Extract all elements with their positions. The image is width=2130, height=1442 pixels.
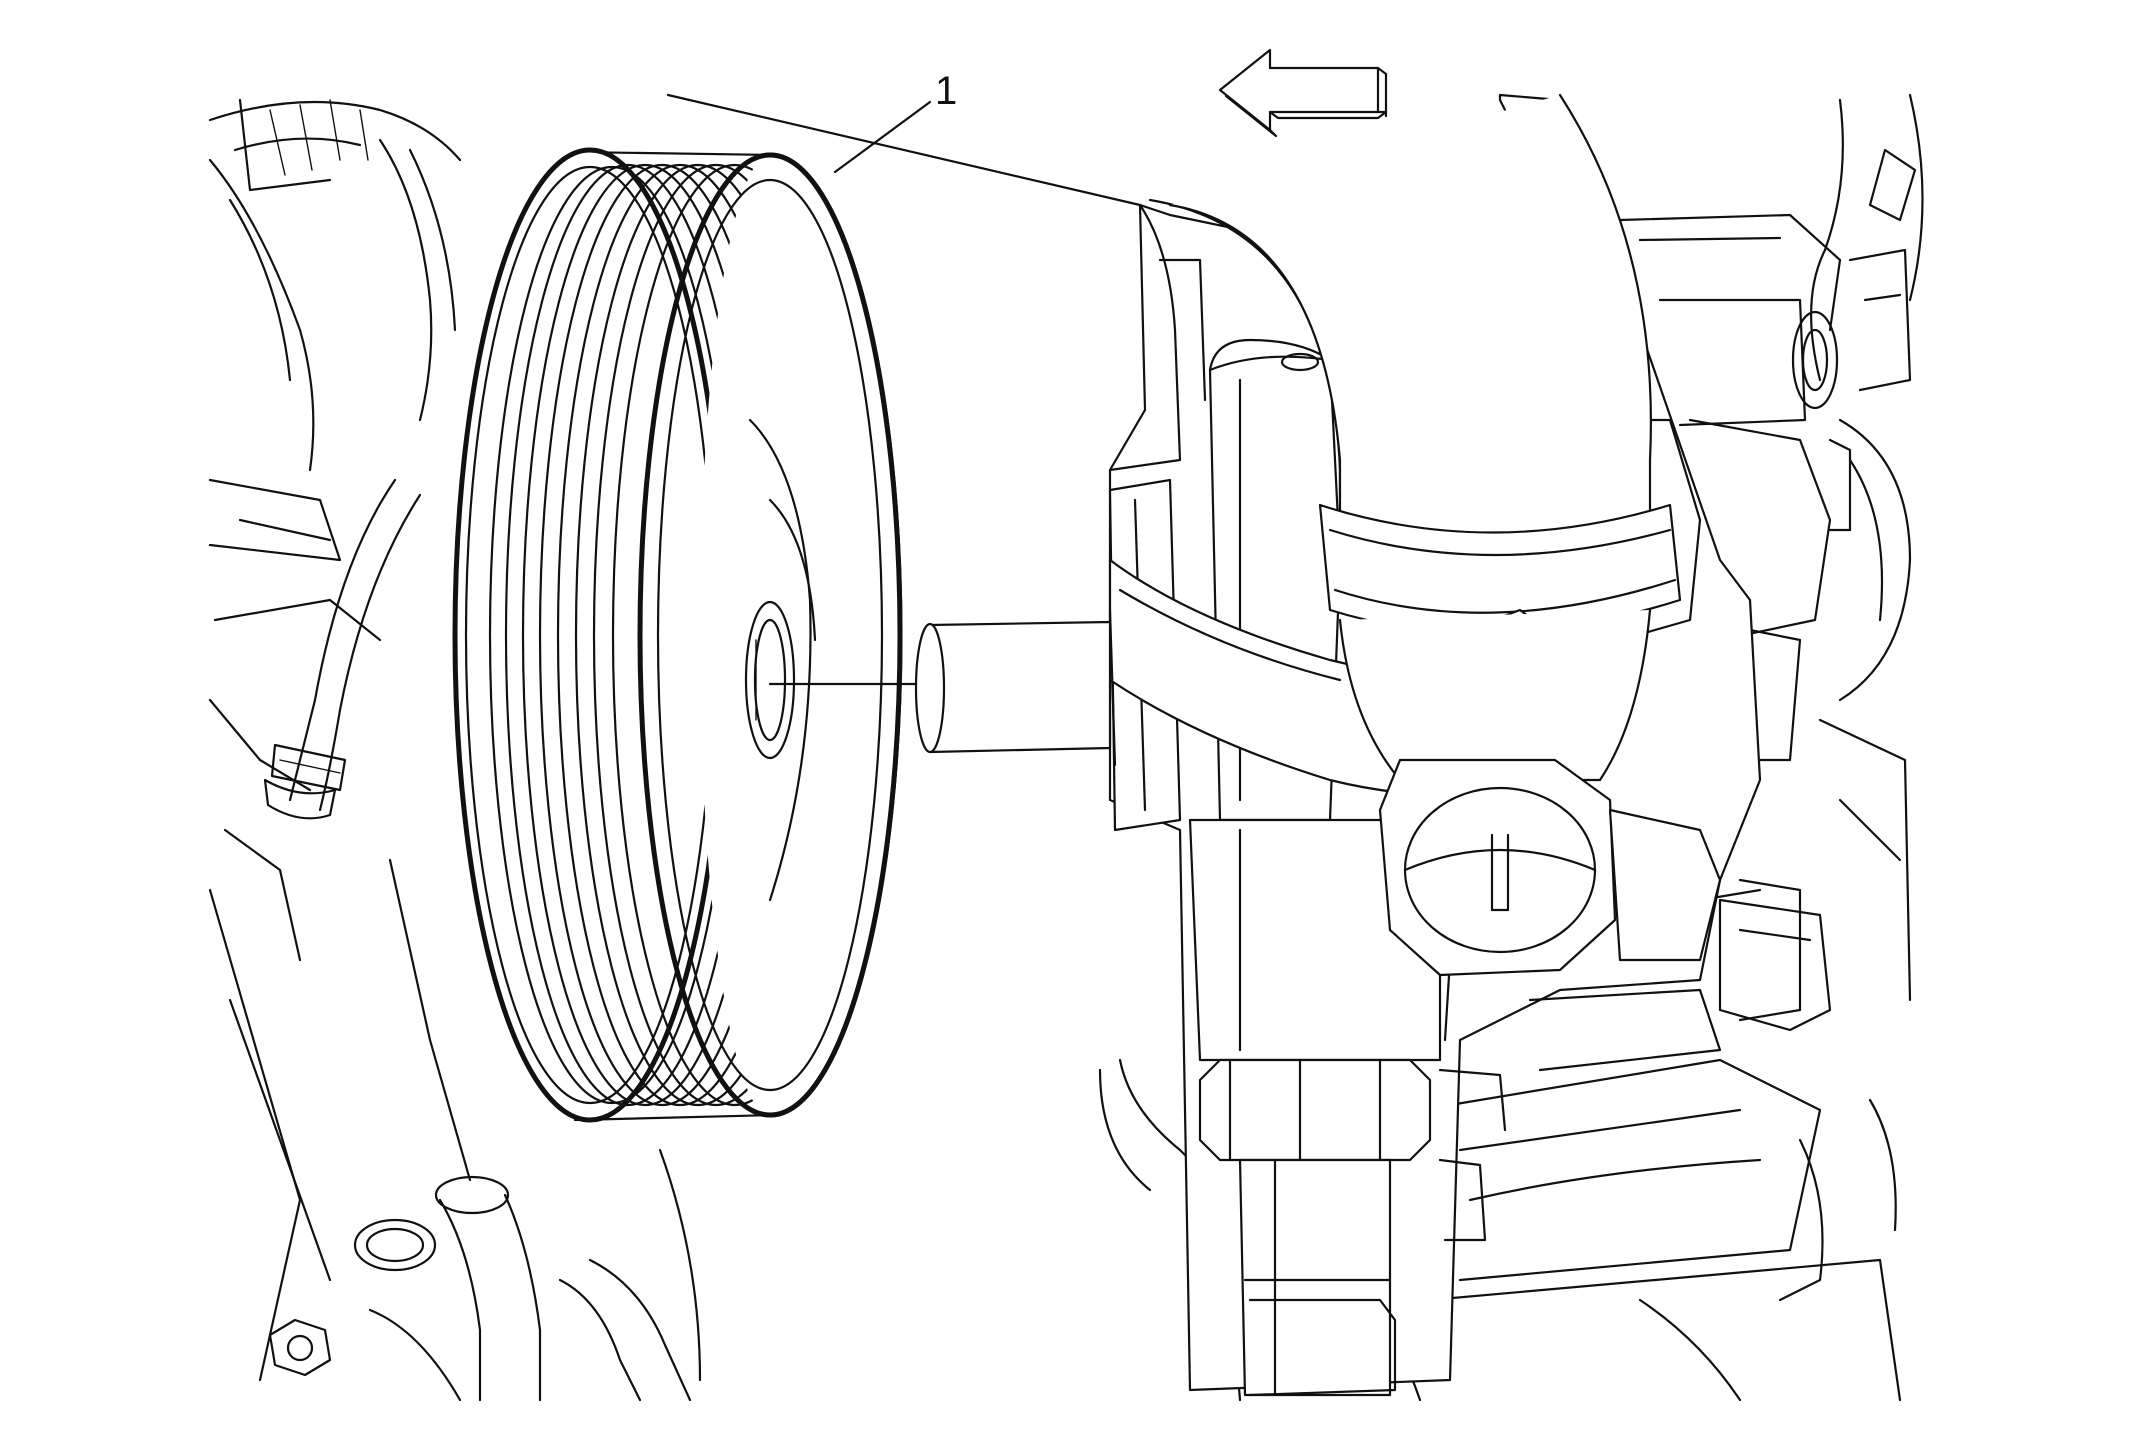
callout-1-label: 1 — [935, 69, 957, 113]
background-right-components — [1098, 93, 1924, 1402]
arrow-left-outline-icon — [1218, 48, 1388, 138]
reservoir-cap — [1378, 758, 1722, 977]
callout-1: 1 — [833, 69, 957, 174]
background-left-components — [208, 98, 702, 1402]
callout-1-leader — [833, 100, 932, 174]
return-hose — [1148, 93, 1682, 782]
pump-shaft — [914, 608, 1117, 767]
power-steering-pulley — [452, 147, 903, 1123]
belt-line — [666, 93, 1142, 207]
